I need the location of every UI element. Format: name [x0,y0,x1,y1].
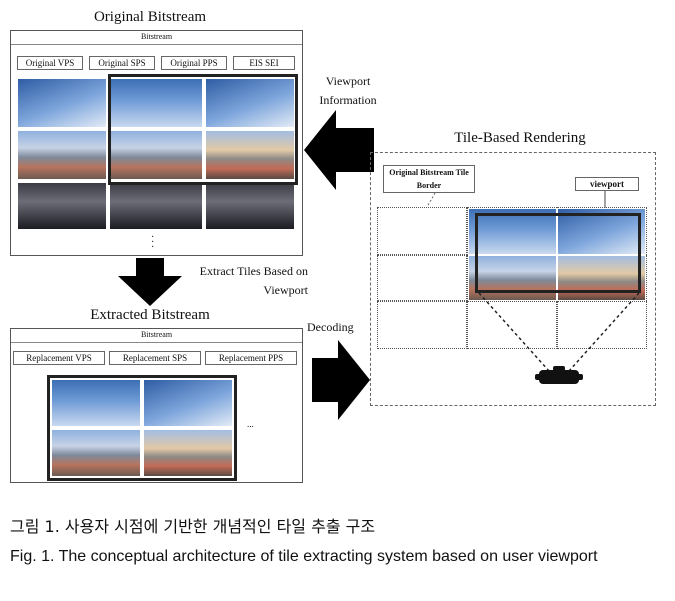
panorama-tile [17,130,107,180]
continuation-dots: ··· [151,232,155,253]
extracted-ellipsis: ... [247,419,254,429]
viewport-information-label: Viewport Information [319,74,377,107]
extracted-tile [51,429,141,477]
original-pps-box: Original PPS [161,56,227,70]
viewport-label-box: viewport [575,177,639,191]
eis-sei-box: EIS SEI [233,56,295,70]
replacement-vps-box: Replacement VPS [13,351,105,365]
extracted-tile [51,379,141,427]
panorama-tile [17,182,107,230]
original-bitstream-panel: Bitstream Original VPS Original SPS Orig… [10,30,303,256]
original-vps-box: Original VPS [17,56,83,70]
tile-border-label-box: Original Bitstream Tile Border [383,165,475,193]
panorama-tile [109,182,203,230]
panorama-tile [205,78,295,128]
original-bitstream-title: Original Bitstream [93,9,207,25]
panorama-tile [109,130,203,180]
viewport-frame [108,74,298,185]
extracted-bitstream-label: Bitstream [140,330,173,339]
replacement-pps-box: Replacement PPS [205,351,297,365]
viewport-pointer [604,191,606,209]
tile-grid-cell [377,301,467,349]
viewport-arrow-left [304,110,374,190]
original-sps-box: Original SPS [89,56,155,70]
tile-grid-cell [467,301,557,349]
extracted-tile [143,429,233,477]
decoding-label: Decoding [307,320,354,334]
rendered-tile [468,255,557,301]
extract-tiles-label: Extract Tiles Based on Viewport [199,264,308,297]
original-bitstream-label: Bitstream [140,32,173,41]
extracted-frame [47,375,237,481]
extracted-bitstream-title: Extracted Bitstream [90,307,210,323]
caption-english: Fig. 1. The conceptual architecture of t… [10,548,598,565]
tile-based-rendering-title: Tile-Based Rendering [454,130,586,146]
rendered-tile [557,255,646,301]
tile-grid-cell [377,255,467,301]
caption-korean: 그림 1. 사용자 시점에 기반한 개념적인 타일 추출 구조 [10,517,376,536]
tile-border-pointer [426,193,436,207]
decoding-arrow-right [312,340,370,420]
extract-arrow-down [118,258,182,306]
panorama-tile [17,78,107,128]
panorama-tile [205,182,295,230]
panorama-tile [205,130,295,180]
vr-headset-icon [535,366,583,384]
tile-grid-cell [377,207,467,255]
extracted-tile [143,379,233,427]
replacement-sps-box: Replacement SPS [109,351,201,365]
tile-grid-cell [557,301,647,349]
rendering-panel: Original Bitstream Tile Border viewport [370,152,656,406]
panorama-tile [109,78,203,128]
extracted-bitstream-panel: Bitstream Replacement VPS Replacement SP… [10,328,303,483]
rendered-viewport-frame [475,213,641,293]
